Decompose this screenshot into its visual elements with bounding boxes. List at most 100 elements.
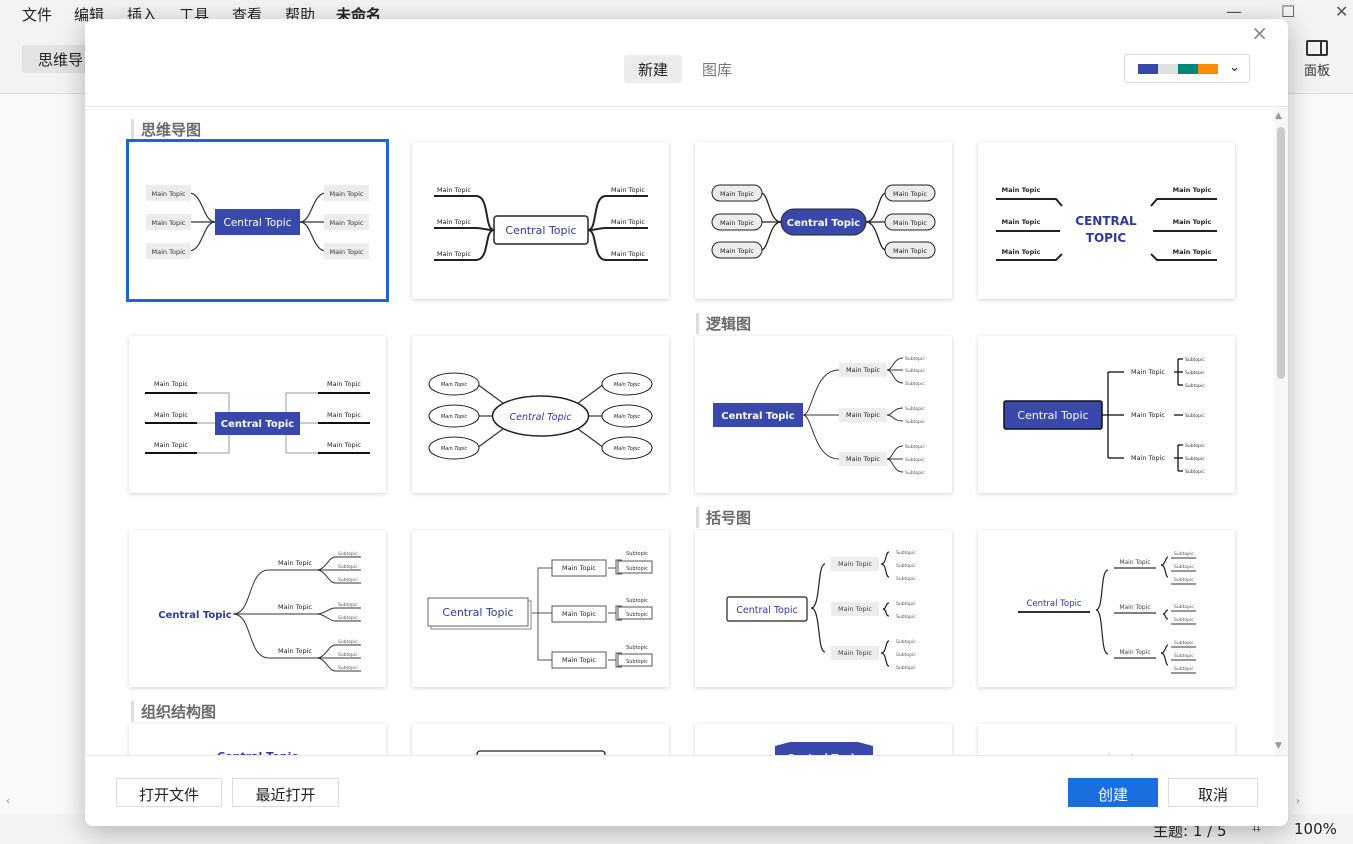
minimize-icon[interactable]: — bbox=[1226, 2, 1242, 21]
scroll-up-icon[interactable]: ▲ bbox=[1275, 111, 1282, 121]
svg-text:Subtopic: Subtopic bbox=[1174, 604, 1194, 610]
tab-gallery[interactable]: 图库 bbox=[702, 61, 733, 79]
svg-text:Main Topic: Main Topic bbox=[327, 441, 361, 449]
close-window-icon[interactable]: ✕ bbox=[1335, 2, 1349, 21]
svg-text:Subtopic: Subtopic bbox=[338, 665, 358, 671]
svg-text:Subtopic: Subtopic bbox=[905, 470, 925, 476]
svg-text:Main Topic: Main Topic bbox=[614, 446, 641, 452]
svg-text:Main Topic: Main Topic bbox=[330, 248, 364, 256]
svg-text:Subtopic: Subtopic bbox=[626, 612, 648, 618]
vertical-scrollbar[interactable]: ▲ ▼ bbox=[1274, 107, 1288, 755]
svg-text:Subtopic: Subtopic bbox=[905, 406, 925, 412]
template-preview: Central Topic bbox=[1074, 754, 1139, 755]
svg-text:Central Topic: Central Topic bbox=[1017, 409, 1088, 422]
svg-text:Main Topic: Main Topic bbox=[1002, 218, 1041, 226]
template-org-2[interactable] bbox=[412, 724, 669, 755]
menu-file[interactable]: 文件 bbox=[22, 6, 53, 24]
svg-text:Subtopic: Subtopic bbox=[1174, 617, 1194, 623]
tab-new[interactable]: 新建 bbox=[624, 55, 683, 83]
svg-text:Subtopic: Subtopic bbox=[1174, 653, 1194, 659]
svg-text:Main Topic: Main Topic bbox=[1119, 604, 1150, 611]
scroll-left-icon[interactable]: ‹ bbox=[6, 796, 10, 807]
svg-text:Main Topic: Main Topic bbox=[278, 603, 312, 611]
scroll-down-icon[interactable]: ▼ bbox=[1275, 741, 1282, 751]
svg-text:Main Topic: Main Topic bbox=[437, 218, 471, 226]
svg-text:Subtopic: Subtopic bbox=[338, 551, 358, 557]
panel-icon bbox=[1306, 40, 1328, 56]
maximize-icon[interactable]: ☐ bbox=[1281, 2, 1296, 21]
svg-text:Subtopic: Subtopic bbox=[626, 659, 648, 665]
horizontal-scrollbar[interactable]: ‹ › bbox=[0, 796, 1353, 808]
svg-text:Subtopic: Subtopic bbox=[338, 577, 358, 583]
svg-text:Main Topic: Main Topic bbox=[152, 219, 186, 227]
template-org-1[interactable]: Central Topic bbox=[129, 724, 386, 755]
svg-text:Central Topic: Central Topic bbox=[217, 750, 298, 755]
fit-icon[interactable]: ⌗ bbox=[1252, 818, 1262, 837]
theme-swatch-2 bbox=[1158, 64, 1178, 74]
svg-text:Main Topic: Main Topic bbox=[278, 647, 312, 655]
svg-text:Subtopic: Subtopic bbox=[626, 551, 648, 557]
template-org-4[interactable]: Central Topic bbox=[978, 724, 1235, 755]
svg-text:Central Topic: Central Topic bbox=[721, 411, 795, 422]
svg-text:Subtopic: Subtopic bbox=[905, 444, 925, 450]
svg-text:Main Topic: Main Topic bbox=[1173, 186, 1212, 194]
open-file-button[interactable]: 打开文件 bbox=[116, 778, 222, 807]
scrollbar-thumb[interactable] bbox=[1277, 127, 1285, 379]
recent-files-button[interactable]: 最近打开 bbox=[232, 778, 339, 807]
svg-text:Main Topic: Main Topic bbox=[441, 382, 468, 388]
create-button[interactable]: 创建 bbox=[1068, 778, 1158, 807]
template-preview: Central Topic bbox=[775, 742, 873, 755]
svg-text:Main Topic: Main Topic bbox=[846, 411, 880, 419]
svg-text:Subtopic: Subtopic bbox=[338, 564, 358, 570]
svg-text:Subtopic: Subtopic bbox=[1185, 443, 1205, 449]
svg-text:Subtopic: Subtopic bbox=[626, 566, 648, 572]
svg-text:Central Topic: Central Topic bbox=[736, 605, 798, 616]
svg-text:Main Topic: Main Topic bbox=[1002, 186, 1041, 194]
chevron-down-icon: ⌄ bbox=[1229, 60, 1240, 75]
svg-text:Main Topic: Main Topic bbox=[1173, 248, 1212, 256]
svg-text:Main Topic: Main Topic bbox=[1131, 411, 1165, 419]
section-org: 组织结构图 bbox=[131, 701, 216, 722]
svg-text:Main Topic: Main Topic bbox=[614, 382, 641, 388]
theme-color-select[interactable]: ⌄ bbox=[1124, 54, 1250, 83]
svg-text:Main Topic: Main Topic bbox=[720, 190, 754, 198]
template-list[interactable]: 思维导图 逻辑图 括号图 组织结构图 Central Topic Main To… bbox=[85, 107, 1288, 755]
svg-text:Subtopic: Subtopic bbox=[1174, 666, 1194, 672]
svg-text:Main Topic: Main Topic bbox=[154, 411, 188, 419]
scroll-right-icon[interactable]: › bbox=[1296, 796, 1300, 807]
svg-text:Central Topic: Central Topic bbox=[787, 218, 861, 229]
panel-button[interactable]: 面板 bbox=[1297, 40, 1337, 79]
svg-text:Main Topic: Main Topic bbox=[611, 250, 645, 258]
svg-text:Main Topic: Main Topic bbox=[278, 559, 312, 567]
svg-text:Main Topic: Main Topic bbox=[437, 186, 471, 194]
close-icon[interactable]: × bbox=[1251, 21, 1268, 45]
svg-text:Main Topic: Main Topic bbox=[846, 366, 880, 374]
cancel-button[interactable]: 取消 bbox=[1168, 778, 1258, 807]
svg-text:Subtopic: Subtopic bbox=[1174, 564, 1194, 570]
svg-text:Central Topic: Central Topic bbox=[221, 419, 295, 430]
svg-text:Main Topic: Main Topic bbox=[330, 190, 364, 198]
theme-swatch-3 bbox=[1178, 64, 1198, 74]
theme-indicator: 主题: 1 / 5 bbox=[1153, 822, 1227, 840]
svg-text:Main Topic: Main Topic bbox=[611, 186, 645, 194]
svg-text:Main Topic: Main Topic bbox=[1131, 368, 1165, 376]
zoom-level[interactable]: 100% bbox=[1294, 820, 1337, 838]
template-org-3[interactable]: Central Topic bbox=[695, 724, 952, 755]
